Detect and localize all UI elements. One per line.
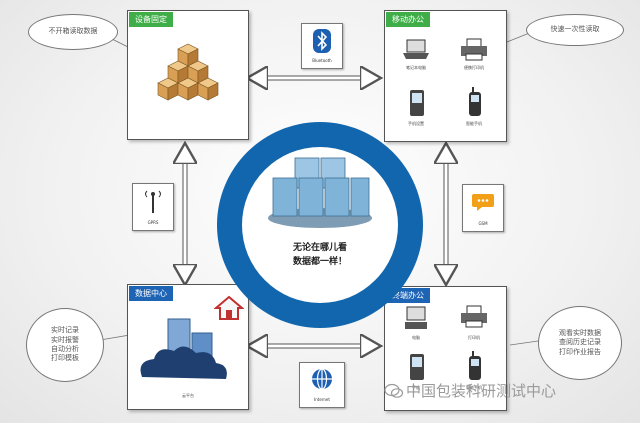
callout-br-line-3: 打印作业报告: [559, 347, 601, 356]
printer-icon: [461, 38, 487, 61]
boxes-icon: [157, 43, 219, 101]
callout-bl-line-2: 实时报警: [51, 335, 79, 344]
callout-top-left-text: 不开箱读取数据: [48, 27, 98, 36]
watermark-text: 中国包装科研测试中心: [406, 382, 557, 400]
link-antenna-caption: GPRS: [147, 220, 159, 225]
cloud-buildings-icon: [140, 318, 227, 379]
globe-icon: [312, 368, 332, 390]
hub-slogan-line-1: 无论在哪儿看: [292, 243, 347, 253]
antenna-icon: [145, 190, 161, 213]
callout-br-line-2: 查阅历史记录: [559, 338, 601, 347]
phone-icon: [469, 87, 481, 116]
callout-br-line-1: 观看实时数据: [559, 328, 601, 337]
hub-slogan-line-2: 数据都一样！: [292, 256, 347, 267]
link-internet: Internet: [299, 362, 345, 408]
link-chat-caption: GSM: [478, 221, 488, 226]
house-icon: [214, 295, 244, 320]
device-label-handheld: 手机设置: [408, 121, 424, 126]
link-antenna: GPRS: [132, 183, 174, 231]
callout-bottom-right: 观看实时数据 查阅历史记录 打印作业报告: [538, 306, 622, 380]
panel-data-center: 数据中心 云平台: [127, 284, 249, 410]
callout-top-left: 不开箱读取数据: [28, 14, 118, 50]
hub-slogan: 无论在哪儿看 数据都一样！: [250, 242, 390, 269]
panel-data-center-title: 数据中心: [129, 286, 173, 301]
wechat-logo-icon: [384, 383, 404, 398]
callout-bl-line-4: 打印模板: [51, 354, 79, 363]
laptop-icon: [403, 39, 429, 59]
device-label-laptop: 笔记本电脑: [406, 65, 426, 70]
handheld-icon: [410, 90, 424, 116]
callout-line-bl: [99, 334, 131, 341]
device-label-phone: 智能手机: [466, 121, 482, 126]
printer-icon: [461, 305, 487, 328]
panel-data-center-caption: 云平台: [182, 393, 194, 398]
chat-bubble-icon: [472, 194, 494, 211]
panel-device-fixing: 设备固定: [127, 10, 249, 140]
panel-terminal-office: 终端办公 电脑 打印机 手机 智能手机: [384, 286, 507, 411]
panel-mobile-office-title: 移动办公: [386, 12, 430, 27]
device-label-phone-2: 智能手机: [466, 385, 482, 390]
phone-icon: [469, 351, 481, 380]
panel-mobile-office: 移动办公 笔记本电脑 便携打印机 手机设置 智能手机: [384, 10, 507, 142]
device-label-printer-2: 打印机: [468, 335, 480, 340]
link-bluetooth-caption: Bluetooth: [312, 58, 332, 63]
bluetooth-icon: [313, 29, 331, 53]
link-internet-caption: Internet: [314, 397, 330, 402]
device-label-handheld-2: 手机: [412, 385, 420, 390]
callout-top-right: 快速一次性读取: [526, 14, 624, 46]
link-chat: GSM: [462, 184, 504, 232]
handheld-icon: [410, 354, 424, 380]
callout-bl-line-3: 自动分析: [51, 345, 79, 353]
callout-bottom-left: 实时记录 实时报警 自动分析 打印模板: [26, 308, 104, 382]
link-bluetooth: Bluetooth: [301, 23, 343, 69]
server-cluster-icon: [268, 157, 372, 228]
callout-bl-line-1: 实时记录: [51, 326, 79, 335]
panel-device-fixing-title: 设备固定: [129, 12, 173, 27]
device-label-printer: 便携打印机: [464, 65, 484, 70]
device-label-desktop: 电脑: [412, 335, 420, 340]
callout-top-right-text: 快速一次性读取: [550, 25, 600, 34]
desktop-computer-icon: [405, 306, 427, 329]
